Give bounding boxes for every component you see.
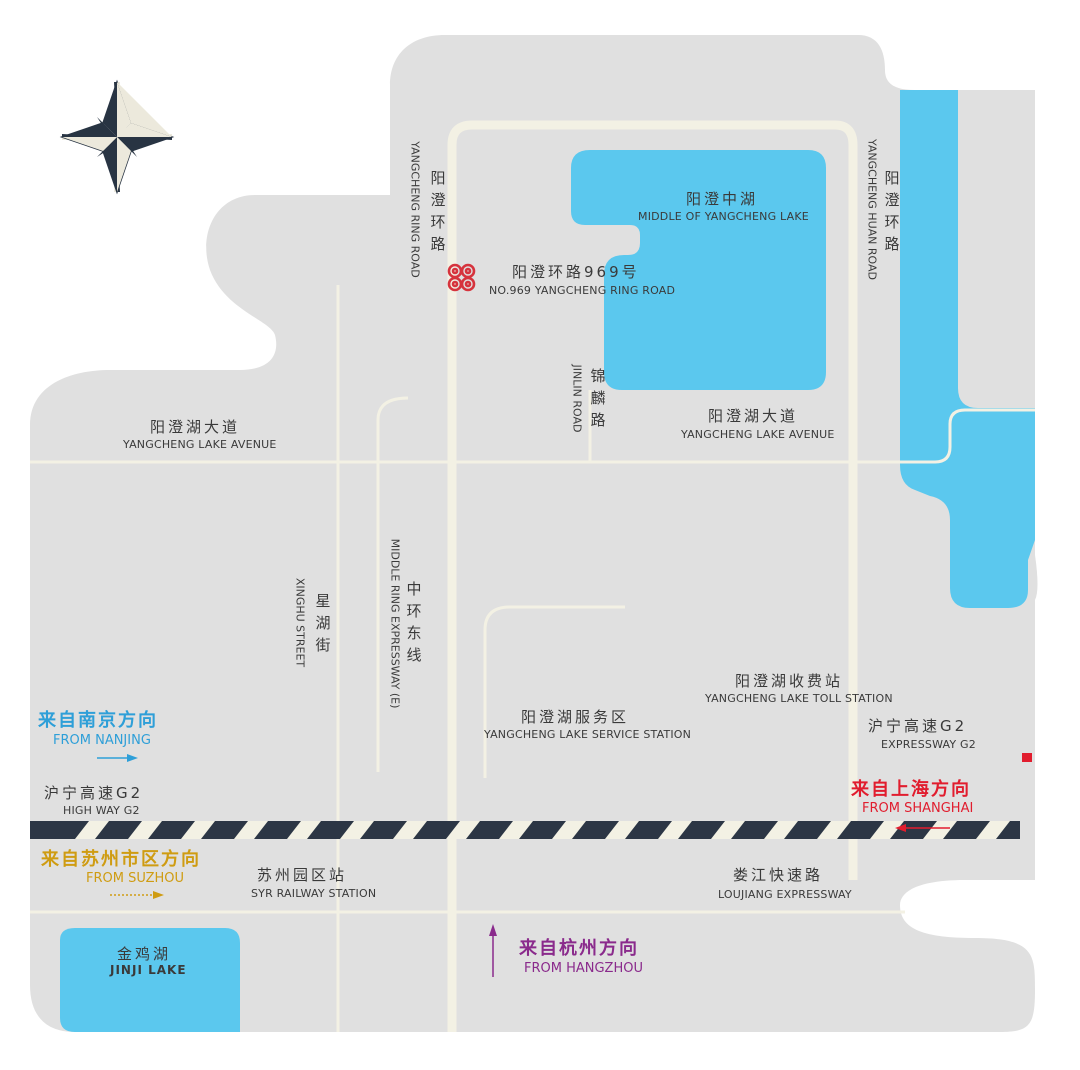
from-shanghai-zh: 来自上海方向 [851, 779, 971, 800]
ring-road [447, 120, 858, 1032]
expressway-stripe [234, 821, 268, 839]
huan-road-east-en: YANGCHENG HUAN ROAD [865, 139, 879, 280]
loujiang-expressway-en: LOUJIANG EXPRESSWAY [718, 888, 852, 901]
east-lake-water [900, 90, 1035, 608]
middle-ring-road [376, 396, 409, 772]
expressway-stripe [658, 821, 692, 839]
loujiang-expressway-zh: 娄江快速路 [733, 866, 824, 884]
ring-road-west-zh: 阳澄环路 [430, 169, 446, 253]
highway-g2-en: HIGH WAY G2 [63, 804, 140, 817]
lake-avenue-east-en: YANGCHENG LAKE AVENUE [681, 428, 835, 441]
expressway-stripe [340, 821, 374, 839]
direction-arrows [97, 754, 950, 977]
service-road [483, 605, 625, 778]
service-station-en: YANGCHENG LAKE SERVICE STATION [484, 728, 692, 741]
jinji-lake-en: JINJI LAKE [110, 963, 187, 977]
expressway-stripe [128, 821, 162, 839]
expressway-stripe [870, 821, 904, 839]
highway-g2-zh: 沪宁高速G2 [44, 784, 144, 802]
middle-lake-en: MIDDLE OF YANGCHENG LAKE [638, 210, 809, 223]
jinji-lake-water [60, 928, 240, 1032]
lake-avenue-west-zh: 阳澄湖大道 [150, 418, 241, 436]
jinlin-road-zh: 锦麟路 [590, 367, 606, 429]
xinghu-street-zh: 星湖街 [315, 592, 331, 654]
from-hangzhou-zh: 来自杭州方向 [519, 938, 639, 959]
middle-ring-en: MIDDLE RING EXPRESSWAY (E) [388, 538, 402, 709]
expressway-g2-en: EXPRESSWAY G2 [881, 738, 976, 751]
toll-station-zh: 阳澄湖收费站 [735, 672, 844, 690]
service-station-zh: 阳澄湖服务区 [521, 708, 630, 726]
middle-ring-zh: 中环东线 [406, 580, 422, 664]
jinlin-road-en: JINLIN ROAD [570, 364, 584, 433]
edge-marker [1022, 753, 1032, 762]
lake-avenue-west-en: YANGCHENG LAKE AVENUE [123, 438, 277, 451]
expressway-stripe [711, 821, 745, 839]
compass-rose-icon [59, 79, 175, 195]
from-nanjing-zh: 来自南京方向 [38, 710, 158, 731]
expressway-g2-zh: 沪宁高速G2 [868, 717, 968, 735]
road-network [30, 120, 1035, 1032]
from-shanghai-en: FROM SHANGHAI [862, 801, 974, 816]
expressway-stripe [499, 821, 533, 839]
expressway-stripe [75, 821, 109, 839]
expressway-stripe [923, 821, 957, 839]
lake-avenue-road [30, 408, 1035, 464]
expressway-stripe [976, 821, 1010, 839]
railway-station-zh: 苏州园区站 [257, 866, 348, 884]
venue-address-en: NO.969 YANGCHENG RING ROAD [489, 284, 676, 297]
expressway-stripe [393, 821, 427, 839]
expressway-g2 [30, 821, 1020, 839]
ring-road-west-en: YANGCHENG RING ROAD [408, 141, 422, 278]
middle-lake-zh: 阳澄中湖 [686, 190, 759, 208]
expressway-stripe [552, 821, 586, 839]
from-suzhou-zh: 来自苏州市区方向 [41, 849, 201, 870]
venue-address-zh: 阳澄环路969号 [512, 263, 640, 281]
expressway-stripe [287, 821, 321, 839]
expressway-stripe [605, 821, 639, 839]
expressway-stripe [181, 821, 215, 839]
expressway-stripe [764, 821, 798, 839]
xinghu-street-en: XINGHU STREET [293, 577, 307, 668]
huan-road-east-zh: 阳澄环路 [884, 169, 900, 253]
from-nanjing-en: FROM NANJING [53, 733, 151, 748]
from-suzhou-en: FROM SUZHOU [86, 871, 185, 886]
expressway-stripe [817, 821, 851, 839]
jinji-lake-zh: 金鸡湖 [117, 945, 172, 963]
expressway-stripe [446, 821, 480, 839]
railway-station-en: SYR RAILWAY STATION [251, 887, 377, 900]
from-hangzhou-en: FROM HANGZHOU [524, 961, 643, 976]
lake-avenue-east-zh: 阳澄湖大道 [708, 407, 799, 425]
toll-station-en: YANGCHENG LAKE TOLL STATION [705, 692, 893, 705]
venue-swirl-icon [447, 263, 476, 292]
middle-lake-water [571, 150, 826, 390]
